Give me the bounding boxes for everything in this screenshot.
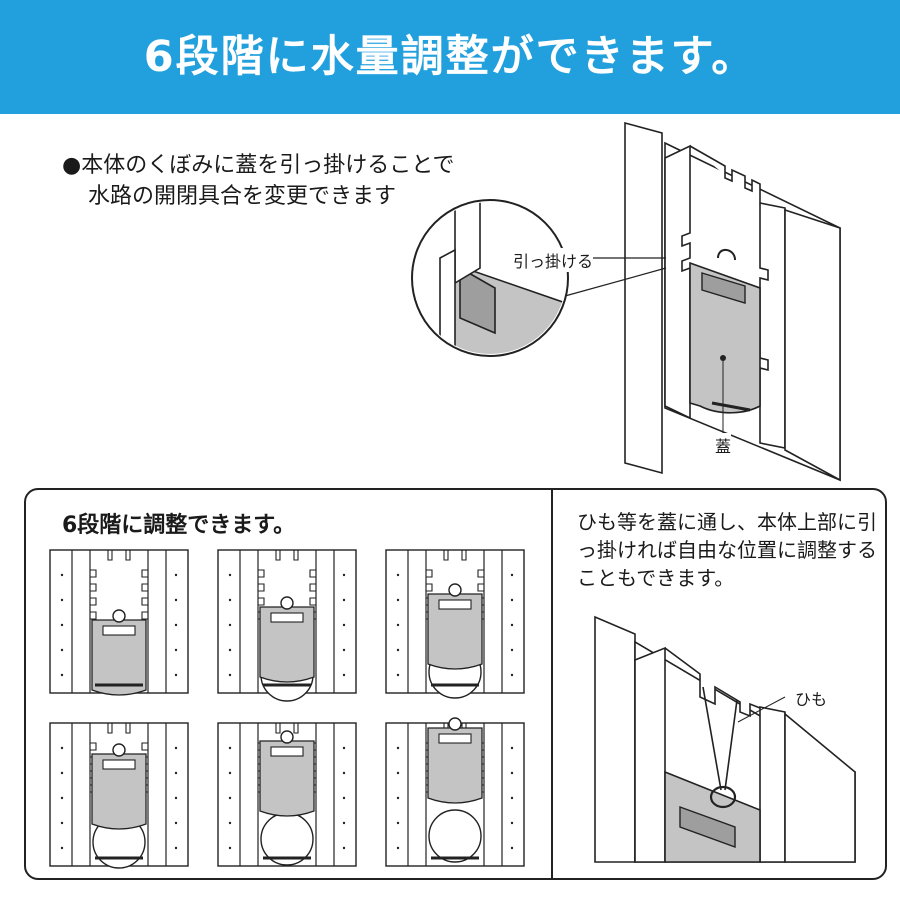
level-diagram-2: [217, 549, 357, 702]
level-diagram-1: [49, 549, 189, 696]
six-level-diagrams: [49, 549, 525, 869]
level-diagram-6: [385, 717, 525, 867]
level-diagram-3: [385, 549, 525, 699]
intro-line-1: 本体のくぼみに蓋を引っ掛けることで: [81, 153, 455, 178]
level-diagram-5: [217, 722, 357, 867]
intro-line-2: 水路の開閉具合を変更できます: [88, 184, 397, 209]
lid-label: 蓋: [715, 433, 732, 457]
bullet-marker: ●: [62, 153, 82, 178]
header-banner: [0, 0, 900, 114]
hook-label: 引っ掛ける: [513, 248, 594, 272]
level-diagram-4: [49, 722, 189, 869]
panel-heading: 6段階に調整できます。: [62, 513, 296, 538]
banner-title: 6段階に水量調整ができます。: [143, 32, 757, 82]
panel-divider: [551, 488, 553, 880]
string-label: ひも: [795, 686, 828, 710]
intro-description: ●本体のくぼみに蓋を引っ掛けることで 水路の開閉具合を変更できます: [62, 150, 455, 212]
adjustment-panel: [24, 488, 887, 880]
main-illustration: [411, 121, 841, 482]
string-illustration: [594, 615, 856, 863]
string-adjust-note: ひも等を蓋に通し、本体上部に引っ掛ければ自由な位置に調整することもできます。: [577, 510, 877, 590]
